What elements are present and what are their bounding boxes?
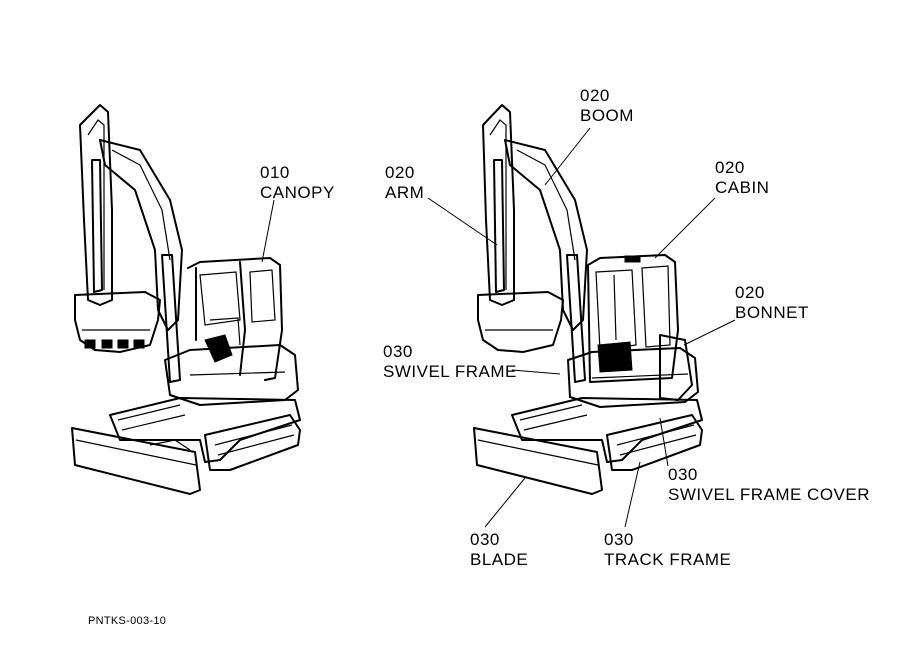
- label-cabin-name: CABIN: [715, 178, 770, 197]
- label-boom: 020 BOOM: [580, 86, 634, 126]
- excavator-canopy-illustration: [71, 104, 301, 495]
- label-track-frame: 030 TRACK FRAME: [604, 530, 731, 570]
- label-swivel-frame-name: SWIVEL FRAME: [383, 362, 517, 381]
- label-bonnet: 020 BONNET: [735, 283, 809, 323]
- label-cabin-code: 020: [715, 158, 745, 177]
- label-boom-code: 020: [580, 86, 610, 105]
- label-cabin: 020 CABIN: [715, 158, 769, 198]
- leader-bonnet: [683, 319, 736, 346]
- leader-blade: [484, 477, 526, 528]
- label-swivel-frame-code: 030: [383, 342, 413, 361]
- label-canopy-name: CANOPY: [260, 183, 335, 202]
- label-canopy-code: 010: [260, 163, 290, 182]
- label-bonnet-name: BONNET: [735, 303, 809, 322]
- leader-arm: [427, 197, 498, 246]
- leader-lines: [261, 127, 736, 528]
- label-bonnet-code: 020: [735, 283, 765, 302]
- label-arm: 020 ARM: [385, 163, 424, 203]
- label-track-frame-name: TRACK FRAME: [604, 550, 732, 569]
- label-swivel-frame-cover-name: SWIVEL FRAME COVER: [668, 485, 871, 504]
- label-swivel-frame: 030 SWIVEL FRAME: [383, 342, 517, 382]
- label-arm-code: 020: [385, 163, 415, 182]
- label-swivel-frame-cover-code: 030: [668, 465, 698, 484]
- label-swivel-frame-cover: 030 SWIVEL FRAME COVER: [668, 465, 870, 505]
- label-blade-name: BLADE: [470, 550, 529, 569]
- document-code: PNTKS-003-10: [88, 615, 167, 627]
- leader-swivel-frame-cover: [659, 417, 669, 467]
- label-arm-name: ARM: [385, 183, 425, 202]
- label-blade-code: 030: [470, 530, 500, 549]
- leader-cabin: [654, 197, 716, 259]
- leader-swivel-frame: [511, 369, 561, 375]
- leader-boom: [544, 127, 591, 186]
- label-canopy: 010 CANOPY: [260, 163, 335, 203]
- leader-canopy: [261, 199, 275, 263]
- excavator-cabin-illustration: [473, 104, 703, 495]
- label-boom-name: BOOM: [580, 106, 634, 125]
- label-track-frame-code: 030: [604, 530, 634, 549]
- leader-track-frame: [624, 461, 641, 528]
- label-blade: 030 BLADE: [470, 530, 528, 570]
